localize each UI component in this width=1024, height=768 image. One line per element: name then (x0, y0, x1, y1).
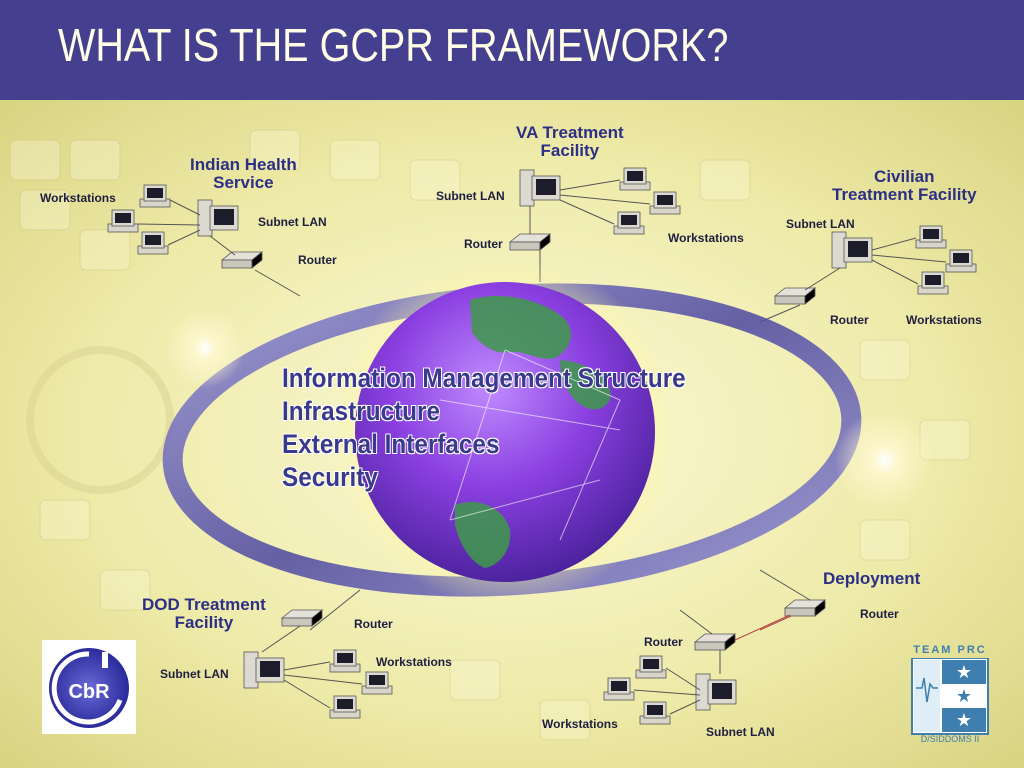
civilian-name-line1: Civilian (874, 167, 935, 186)
framework-item: Information Management Structure (282, 363, 686, 393)
team-prc-logo: TEAM PRC ★ ★ ★ D/SIDDOMS II (910, 644, 990, 748)
dod-cluster (243, 609, 393, 719)
va-cluster (509, 167, 681, 251)
ihs-name-line2: Service (213, 172, 274, 192)
cbr-logo-graphic: CbR (49, 648, 129, 728)
globe (355, 282, 655, 582)
cbr-logo-text: CbR (68, 681, 110, 703)
siddoms-text: D/SIDDOMS II (920, 734, 980, 744)
deployment-router-right-label: Router (860, 607, 899, 621)
svg-text:★: ★ (956, 710, 972, 731)
deployment-label: Deployment (823, 569, 921, 588)
ihs-label: Indian Health Service (190, 156, 297, 192)
svg-text:★: ★ (956, 686, 972, 707)
va-name-line2: Facility (540, 140, 600, 160)
civilian-label: Civilian Treatment Facility (832, 168, 977, 204)
network-diagram: Indian Health Service Workstations Subne… (0, 100, 1024, 768)
dod-name-line2: Facility (174, 612, 234, 632)
team-prc-text: TEAM PRC (913, 644, 987, 656)
team-prc-emblem: ★ ★ ★ (911, 658, 989, 735)
dod-router-label: Router (354, 617, 393, 631)
framework-item: Security (282, 462, 378, 492)
cbr-logo: CbR (42, 640, 136, 734)
ihs-router-label: Router (298, 253, 337, 267)
framework-item: Infrastructure (282, 396, 440, 426)
va-name-line1: VA Treatment (516, 123, 624, 142)
dod-label: DOD Treatment Facility (142, 596, 266, 632)
deployment-cluster (603, 599, 826, 725)
svg-text:★: ★ (956, 662, 972, 683)
ihs-name-line1: Indian Health (190, 155, 297, 174)
deployment-router-label: Router (644, 635, 683, 649)
slide-title: WHAT IS THE GCPR FRAMEWORK? (58, 19, 729, 71)
framework-list: Information Management Structure Infrast… (282, 362, 731, 494)
dod-subnet-label: Subnet LAN (160, 667, 229, 681)
civilian-cluster (774, 225, 977, 305)
va-label: VA Treatment Facility (516, 124, 624, 160)
civilian-router-label: Router (830, 313, 869, 327)
ihs-cluster (107, 184, 263, 269)
civilian-subnet-label: Subnet LAN (786, 217, 855, 231)
ihs-subnet-label: Subnet LAN (258, 215, 327, 229)
framework-item: External Interfaces (282, 429, 500, 459)
dod-workstations-label: Workstations (376, 655, 452, 669)
dod-name-line1: DOD Treatment (142, 595, 266, 614)
deployment-subnet-label: Subnet LAN (706, 725, 775, 739)
va-subnet-label: Subnet LAN (436, 189, 505, 203)
civilian-name-line2: Treatment Facility (832, 184, 977, 204)
civilian-workstations-label: Workstations (906, 313, 982, 327)
light-flare-left (165, 308, 245, 388)
light-flare-right (835, 410, 935, 510)
ihs-workstations-label: Workstations (40, 191, 116, 205)
title-bar: WHAT IS THE GCPR FRAMEWORK? (0, 0, 1024, 100)
va-router-label: Router (464, 237, 503, 251)
deployment-workstations-label: Workstations (542, 717, 618, 731)
va-workstations-label: Workstations (668, 231, 744, 245)
diagram-graphics (0, 100, 1024, 768)
